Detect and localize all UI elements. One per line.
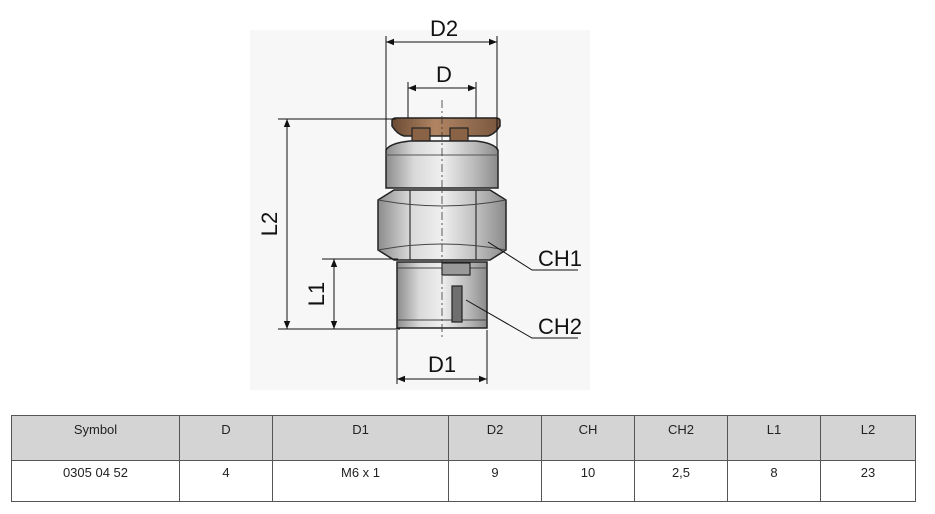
label-ch1: CH1: [538, 246, 582, 271]
label-ch2: CH2: [538, 314, 582, 339]
collet: [391, 117, 501, 137]
header-d2: D2: [448, 415, 542, 461]
table-row: 0305 04 52 4 M6 x 1 9 10 2,5 8 23: [11, 460, 916, 502]
label-l2: L2: [257, 212, 282, 236]
label-d: D: [436, 62, 452, 87]
hex-socket: [441, 262, 471, 276]
ch2-leader: [465, 299, 578, 339]
dimensions: [278, 36, 578, 384]
push-in-fitting: [377, 100, 507, 340]
cell-d2: 9: [448, 460, 542, 502]
cell-d: 4: [179, 460, 273, 502]
header-d: D: [179, 415, 273, 461]
label-d2: D2: [430, 16, 458, 41]
header-symbol: Symbol: [11, 415, 180, 461]
header-d1: D1: [272, 415, 449, 461]
cell-symbol: 0305 04 52: [11, 460, 180, 502]
table-header-row: Symbol D D1 D2 CH CH2 L1 L2: [11, 415, 916, 461]
cell-l1: 8: [727, 460, 821, 502]
label-d1: D1: [428, 352, 456, 377]
cell-ch2: 2,5: [634, 460, 728, 502]
socket-bore: [451, 285, 463, 323]
cell-l2: 23: [820, 460, 916, 502]
header-l1: L1: [727, 415, 821, 461]
cell-d1: M6 x 1: [272, 460, 449, 502]
header-l2: L2: [820, 415, 916, 461]
header-ch2: CH2: [634, 415, 728, 461]
cell-ch: 10: [541, 460, 635, 502]
fitting-technical-drawing: D2 D L2 L1 D1 CH1 CH2: [257, 16, 583, 384]
ch1-leader: [487, 241, 578, 271]
label-l1: L1: [304, 282, 329, 306]
specification-table: Symbol D D1 D2 CH CH2 L1 L2 0305 04 52 4…: [11, 415, 916, 502]
header-ch: CH: [541, 415, 635, 461]
